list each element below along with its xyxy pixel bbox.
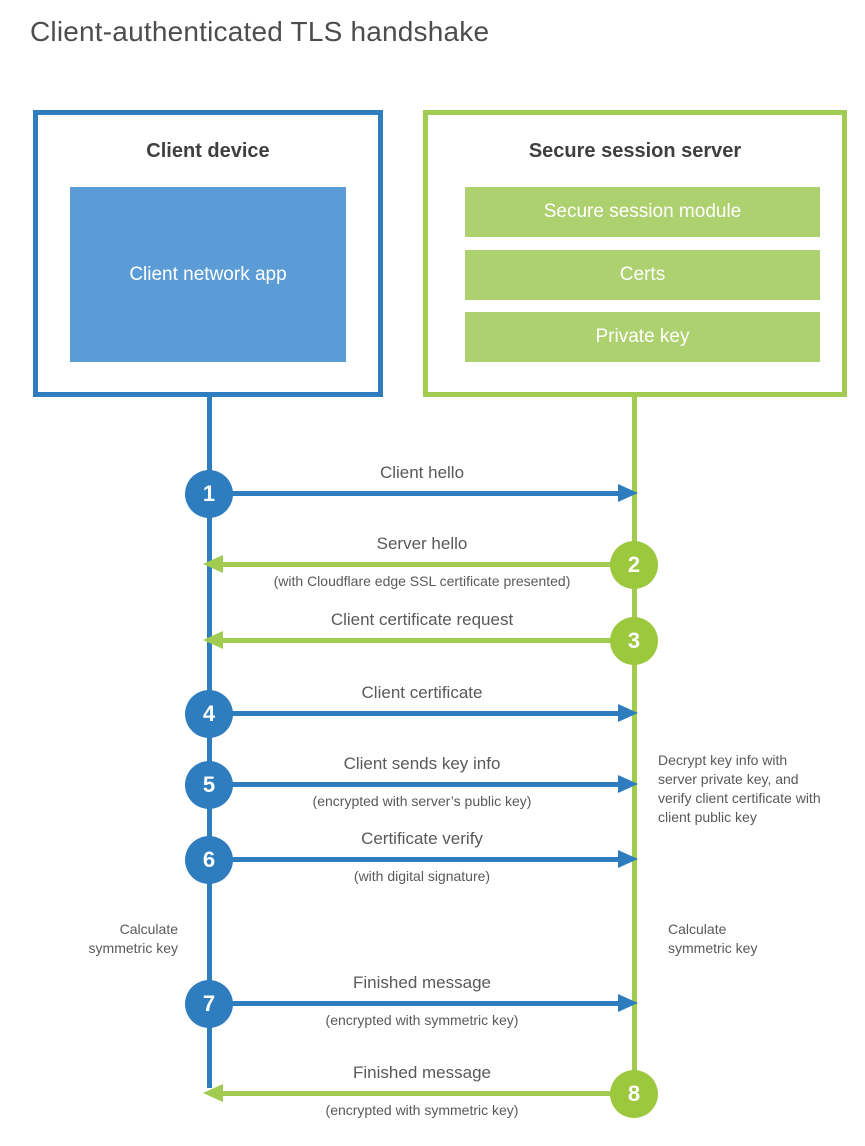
note-decrypt-key-info: Decrypt key info with server private key…	[658, 752, 821, 825]
server-module-bar-private-key: Private key	[465, 312, 820, 362]
server-module-bar-secure-session: Secure session module	[465, 187, 820, 237]
step-number-badge: 6	[185, 836, 233, 884]
server-title: Secure session server	[528, 140, 742, 162]
step-label: Finished message	[353, 973, 491, 992]
arrow-left-icon	[203, 631, 223, 649]
step-row-7: Finished message (encrypted with symmetr…	[0, 973, 865, 1028]
step-arrow	[230, 491, 620, 496]
step-row-8: Finished message (encrypted with symmetr…	[0, 1063, 865, 1118]
step-number-badge: 8	[610, 1070, 658, 1118]
step-arrow	[230, 711, 620, 716]
step-sublabel: (with digital signature)	[353, 868, 491, 884]
server-module-label: Secure session module	[543, 201, 742, 222]
step-number-badge: 4	[185, 690, 233, 738]
step-number-badge: 2	[610, 541, 658, 589]
step-arrow	[222, 638, 612, 643]
step-arrow	[222, 562, 612, 567]
arrow-right-icon	[618, 775, 638, 793]
step-label: Finished message	[353, 1063, 491, 1082]
arrow-right-icon	[618, 994, 638, 1012]
step-label: Client hello	[379, 463, 465, 482]
step-row-4: Client certificate 4	[0, 683, 865, 738]
step-row-3: Client certificate request 3	[0, 610, 865, 665]
arrow-right-icon	[618, 704, 638, 722]
step-row-6: Certificate verify (with digital signatu…	[0, 829, 865, 884]
arrow-left-icon	[203, 555, 223, 573]
step-sublabel: (with Cloudflare edge SSL certificate pr…	[273, 573, 571, 589]
step-number-badge: 5	[185, 761, 233, 809]
step-arrow	[222, 1091, 612, 1096]
note-calculate-symmetric-key-server: Calculate symmetric key	[668, 921, 758, 956]
arrow-right-icon	[618, 484, 638, 502]
step-label: Client sends key info	[343, 754, 501, 773]
server-lifeline	[632, 397, 637, 1094]
step-sublabel: (encrypted with symmetric key)	[325, 1012, 519, 1028]
client-lifeline	[207, 397, 212, 1088]
step-row-5: Client sends key info (encrypted with se…	[0, 754, 865, 809]
server-module-bar-certs: Certs	[465, 250, 820, 300]
step-row-2: Server hello (with Cloudflare edge SSL c…	[0, 534, 865, 589]
server-module-label: Certs	[619, 264, 666, 285]
step-sublabel: (encrypted with server’s public key)	[312, 793, 532, 809]
step-number-badge: 3	[610, 617, 658, 665]
client-device-box: Client device Client network app	[33, 110, 383, 397]
step-sublabel: (encrypted with symmetric key)	[325, 1102, 519, 1118]
step-arrow	[230, 782, 620, 787]
server-box: Secure session server Secure session mod…	[423, 110, 847, 397]
step-arrow	[230, 1001, 620, 1006]
note-calculate-symmetric-key-client: Calculate symmetric key	[88, 921, 178, 956]
client-device-title: Client device	[146, 140, 270, 162]
step-number-badge: 1	[185, 470, 233, 518]
arrow-left-icon	[203, 1084, 223, 1102]
client-network-app-box: Client network app	[70, 187, 346, 362]
step-label: Server hello	[376, 534, 468, 553]
step-arrow	[230, 857, 620, 862]
step-label: Certificate verify	[361, 829, 483, 848]
step-label: Client certificate request	[330, 610, 514, 629]
page-title: Client-authenticated TLS handshake	[30, 16, 490, 47]
step-row-1: Client hello 1	[0, 463, 865, 518]
arrow-right-icon	[618, 850, 638, 868]
server-module-label: Private key	[595, 326, 690, 347]
step-number-badge: 7	[185, 980, 233, 1028]
step-label: Client certificate	[361, 683, 483, 702]
client-network-app-label: Client network app	[129, 263, 287, 285]
